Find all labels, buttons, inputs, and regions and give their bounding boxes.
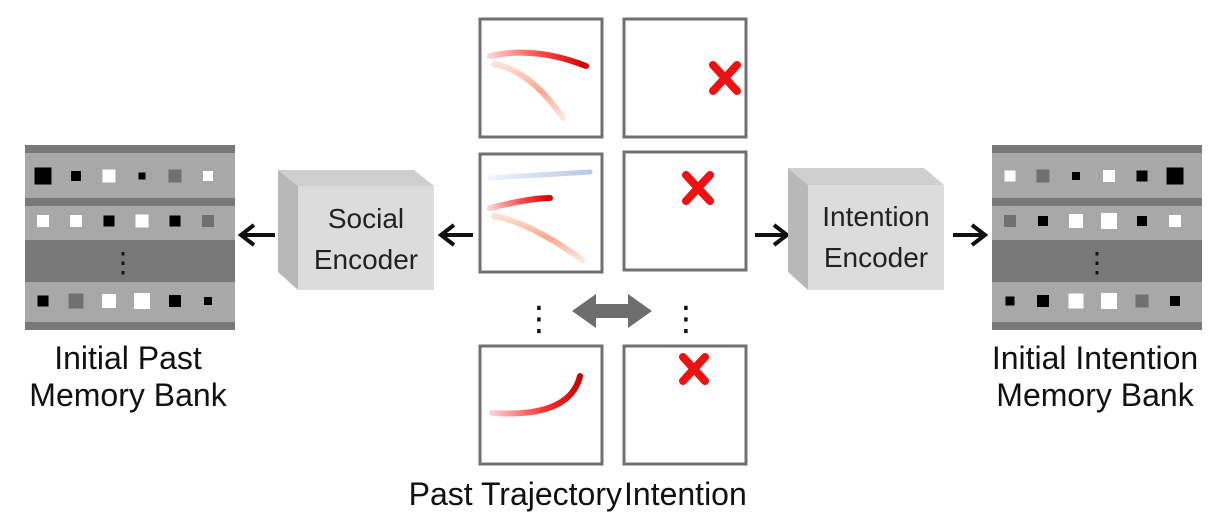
memory-cell xyxy=(202,215,214,227)
trajectory-curve xyxy=(487,49,589,69)
memory-cell xyxy=(1101,293,1117,309)
memory-cell xyxy=(1004,215,1016,227)
intention-frame xyxy=(622,150,748,272)
memory-cell xyxy=(68,293,84,309)
bank-ellipsis: ⋮ xyxy=(109,247,137,278)
intention-frame xyxy=(622,17,748,139)
memory-cell xyxy=(1103,170,1115,182)
trajectory-curve xyxy=(487,195,553,211)
memory-cell xyxy=(1169,215,1181,227)
memory-cell xyxy=(1036,169,1050,183)
bank-stripe xyxy=(25,240,235,282)
intention-ellipsis: ⋮ xyxy=(669,300,703,338)
memory-cell xyxy=(168,169,182,183)
memory-cell xyxy=(1170,296,1180,306)
trajectory-frame xyxy=(478,152,604,274)
arrow-to-intention-encoder xyxy=(755,223,791,247)
memory-cell xyxy=(135,214,149,228)
memory-cell xyxy=(1069,214,1083,228)
memory-cell xyxy=(1038,216,1048,226)
bidirectional-arrow xyxy=(572,294,652,328)
memory-cell xyxy=(1072,172,1080,180)
label-line: Initial Past xyxy=(54,340,202,376)
intention-memory-bank-label: Initial Intention Memory Bank xyxy=(968,340,1222,414)
memory-cell xyxy=(1037,295,1049,307)
social-encoder-line2: Encoder xyxy=(314,244,418,275)
memory-cell xyxy=(1005,296,1015,306)
encoder-face xyxy=(298,186,434,290)
bank-cells xyxy=(1004,167,1184,309)
memory-cell xyxy=(37,295,49,307)
encoder-side xyxy=(788,168,808,290)
memory-cell xyxy=(71,171,81,181)
intention-cross-icon xyxy=(709,61,741,95)
memory-cell xyxy=(134,293,150,309)
arrow-to-intention-memory xyxy=(953,223,989,247)
neighbor-trajectory-curve xyxy=(491,61,566,121)
encoder-top xyxy=(278,170,434,186)
memory-cell xyxy=(102,169,116,183)
memory-cell xyxy=(138,172,146,180)
past-trajectory-column: ⋮ xyxy=(478,17,604,466)
bank-ellipsis: ⋮ xyxy=(1083,247,1111,278)
memory-cell xyxy=(1137,216,1147,226)
bank-stripe xyxy=(992,322,1202,330)
memory-cell xyxy=(37,215,49,227)
label-line: Memory Bank xyxy=(996,377,1194,413)
label-line: Initial Intention xyxy=(991,340,1199,376)
memory-cell xyxy=(1136,170,1148,182)
past-memory-bank: ⋮ xyxy=(25,145,235,330)
trajectory-frame xyxy=(478,17,604,139)
intention-cross-icon xyxy=(679,353,709,385)
memory-cell xyxy=(34,167,52,185)
memory-cell xyxy=(70,215,82,227)
memory-cell xyxy=(1166,167,1184,185)
memory-cell xyxy=(169,215,181,227)
memory-cell xyxy=(203,171,213,181)
bank-stripe xyxy=(992,240,1202,282)
trajectory-curve xyxy=(489,373,583,417)
past-memory-bank-label: Initial Past Memory Bank xyxy=(10,340,246,414)
neighbor-trajectory-curve xyxy=(487,169,593,181)
intention-encoder: Intention Encoder xyxy=(788,168,944,290)
bank-stripe xyxy=(992,198,1202,206)
memory-cell xyxy=(1004,170,1016,182)
neighbor-trajectory-curve xyxy=(491,213,585,263)
bank-stripe xyxy=(25,145,235,153)
intention-frame xyxy=(622,344,748,466)
social-encoder-line1: Social xyxy=(328,203,404,234)
memory-cell xyxy=(204,297,212,305)
label-line: Memory Bank xyxy=(29,377,227,413)
encoder-side xyxy=(278,170,298,290)
social-encoder: Social Encoder xyxy=(278,170,434,290)
arrow-to-social-encoder xyxy=(437,223,473,247)
memory-cell xyxy=(1135,294,1149,308)
memory-cell xyxy=(169,295,181,307)
past-trajectory-label: Past Trajectory xyxy=(408,476,622,512)
bank-body xyxy=(25,145,235,330)
intention-label: Intention xyxy=(624,476,747,512)
encoder-top xyxy=(788,168,944,185)
arrow-to-past-memory xyxy=(237,223,275,247)
bank-stripe xyxy=(992,145,1202,153)
encoder-face xyxy=(808,185,944,290)
intention-encoder-line1: Intention xyxy=(822,201,929,232)
bank-stripe xyxy=(25,322,235,330)
memory-cell xyxy=(1101,213,1117,229)
intention-memory-bank: ⋮ xyxy=(992,145,1202,330)
memory-cell xyxy=(1068,293,1084,309)
trajectory-frame xyxy=(478,344,604,466)
intention-column: ⋮ xyxy=(622,17,748,466)
bank-cells xyxy=(34,167,214,309)
bank-stripe xyxy=(25,198,235,206)
intention-cross-icon xyxy=(682,171,714,205)
memory-cell xyxy=(102,294,116,308)
trajectory-ellipsis: ⋮ xyxy=(522,300,556,338)
intention-encoder-line2: Encoder xyxy=(824,242,928,273)
memory-cell xyxy=(103,215,115,227)
